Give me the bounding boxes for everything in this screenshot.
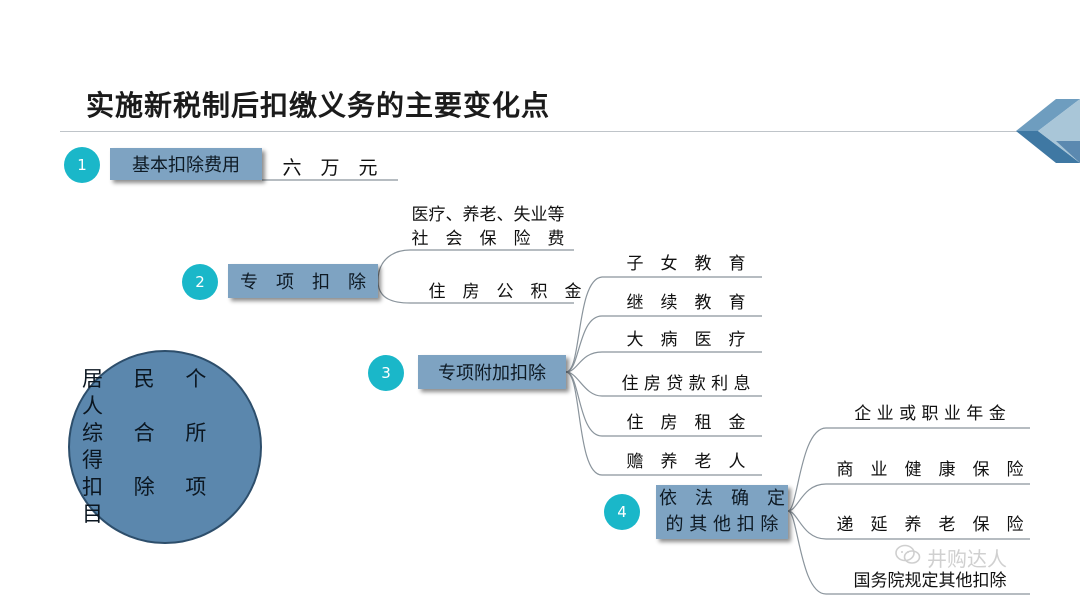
center-node-line2: 综 合 所 得 [82, 421, 219, 472]
center-node-line3: 扣 除 项 目 [82, 475, 219, 526]
leaf-deferred-pension-insurance: 递 延 养 老 保 险 [836, 514, 1024, 535]
basic-deduction-value: 六 万 元 [282, 156, 378, 179]
label-basic-deduction: 基本扣除费用 [110, 148, 262, 180]
watermark: 井购达人 [895, 543, 1007, 572]
number-badge-4: 4 [604, 494, 640, 530]
number-badge-3: 3 [368, 355, 404, 391]
leaf-housing-rent: 住 房 租 金 [626, 412, 746, 433]
leaf-children-education: 子 女 教 育 [626, 253, 746, 274]
leaf-continuing-education: 继 续 教 育 [626, 292, 746, 313]
label-other-deductions: 依 法 确 定 的 其 他 扣 除 [656, 485, 788, 539]
leaf-enterprise-annuity: 企 业 或 职 业 年 金 [854, 403, 1006, 424]
center-node-circle: 居 民 个 人 综 合 所 得 扣 除 项 目 [68, 350, 262, 544]
leaf-state-council-other: 国务院规定其他扣除 [853, 570, 1007, 591]
title-divider [60, 131, 1020, 132]
label-special-deduction: 专 项 扣 除 [228, 264, 378, 298]
number-badge-2: 2 [182, 264, 218, 300]
leaf-mortgage-interest: 住 房 贷 款 利 息 [621, 373, 751, 394]
label-additional-deduction: 专项附加扣除 [418, 355, 566, 389]
page-title: 实施新税制后扣缴义务的主要变化点 [86, 89, 551, 122]
leaf-social-insurance: 医疗、养老、失业等 社 会 保 险 费 [398, 204, 578, 250]
label-other-deductions-line1: 依 法 确 定 [659, 488, 785, 509]
leaf-housing-fund: 住 房 公 积 金 [428, 282, 582, 302]
leaf-social-insurance-line1: 医疗、养老、失业等 [411, 205, 565, 225]
leaf-social-insurance-line2: 社 会 保 险 费 [411, 229, 565, 249]
number-badge-1: 1 [64, 147, 100, 183]
center-node-line1: 居 民 个 人 [82, 367, 219, 418]
leaf-elderly-support: 赡 养 老 人 [626, 451, 746, 472]
leaf-commercial-health-insurance: 商 业 健 康 保 险 [836, 459, 1024, 480]
corner-chevron-icon [1016, 99, 1080, 163]
label-other-deductions-line2: 的 其 他 扣 除 [665, 514, 779, 535]
wechat-icon [895, 544, 921, 571]
watermark-text: 井购达人 [927, 547, 1007, 571]
leaf-serious-illness: 大 病 医 疗 [626, 329, 746, 350]
